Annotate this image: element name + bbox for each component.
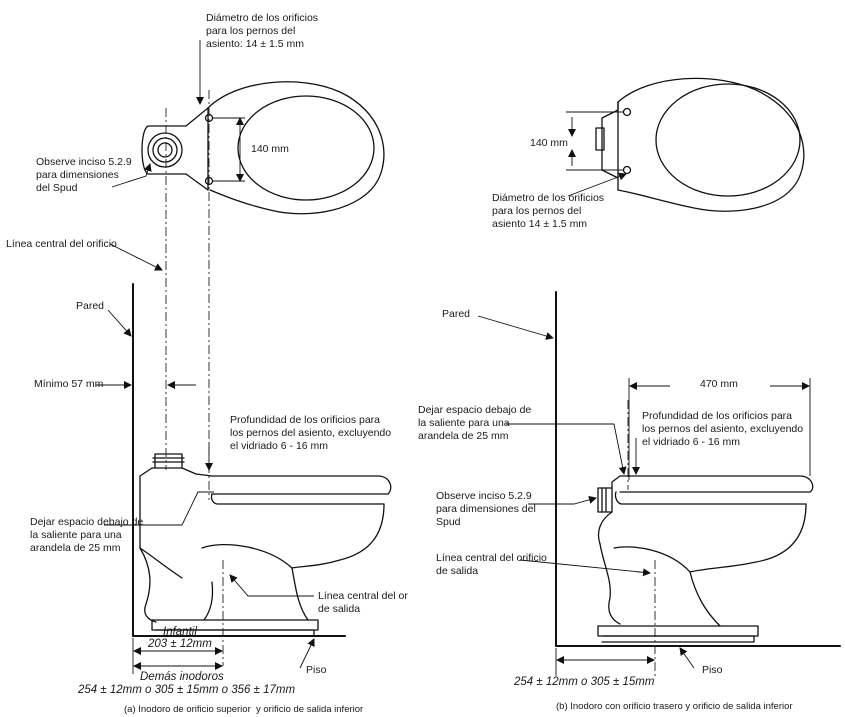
leader-lines xyxy=(96,40,811,676)
left-wall-label: Pared xyxy=(76,300,105,312)
left-floor-label: Piso xyxy=(306,664,327,676)
right-bolt-hole-depth-label: Profundidad de los orificios para los pe… xyxy=(642,410,804,448)
right-wall-label: Pared xyxy=(442,308,471,320)
right-outlet-centerline-label: Línea central del orificio de salida xyxy=(436,552,547,577)
left-bolt-hole-diameter-label: Diámetro de los orificios para los perno… xyxy=(206,12,319,50)
left-min-distance-label: Mínimo 57 mm xyxy=(34,378,104,390)
right-top-view-seat xyxy=(595,77,805,212)
right-spud-note-label: Observe inciso 5.2.9 para dimensiones de… xyxy=(436,490,536,528)
left-washer-space-label: Dejar espacio debajo de la saliente para… xyxy=(30,516,144,554)
right-bolt-hole-diameter-label: Diámetro de los orificios para los perno… xyxy=(492,192,605,230)
right-side-view-toilet xyxy=(597,475,814,643)
left-side-view-toilet xyxy=(139,453,392,637)
right-caption: (b) Inodoro con orificio trasero y orifi… xyxy=(556,701,793,712)
right-washer-space-label: Dejar espacio debajo de la saliente para… xyxy=(418,404,532,442)
right-bolt-spacing-label: 140 mm xyxy=(530,137,568,149)
left-centerline-orifice-label: Línea central del orificio xyxy=(6,238,117,250)
infantil-value: 203 ± 12mm xyxy=(148,638,212,650)
demas-value: 254 ± 12mm o 305 ± 15mm o 356 ± 17mm xyxy=(78,684,296,696)
left-spud-note-label: Observe inciso 5.2.9 para dimensiones de… xyxy=(36,156,132,194)
demas-label: Demás inodoros xyxy=(140,671,224,683)
left-bolt-hole-depth-label: Profundidad de los orificios para los pe… xyxy=(230,414,392,452)
left-bolt-spacing-label: 140 mm xyxy=(251,143,289,155)
infantil-label: Infantil xyxy=(163,626,197,638)
right-rough-in-label: 254 ± 12mm o 305 ± 15mm xyxy=(514,676,655,688)
centerlines xyxy=(165,90,656,676)
right-floor-label: Piso xyxy=(702,664,723,676)
left-outlet-centerline-label: Línea central del or de salida xyxy=(318,590,408,615)
left-caption: (a) Inodoro de orificio superior y orifi… xyxy=(124,704,364,715)
dim-470-label: 470 mm xyxy=(700,378,738,390)
